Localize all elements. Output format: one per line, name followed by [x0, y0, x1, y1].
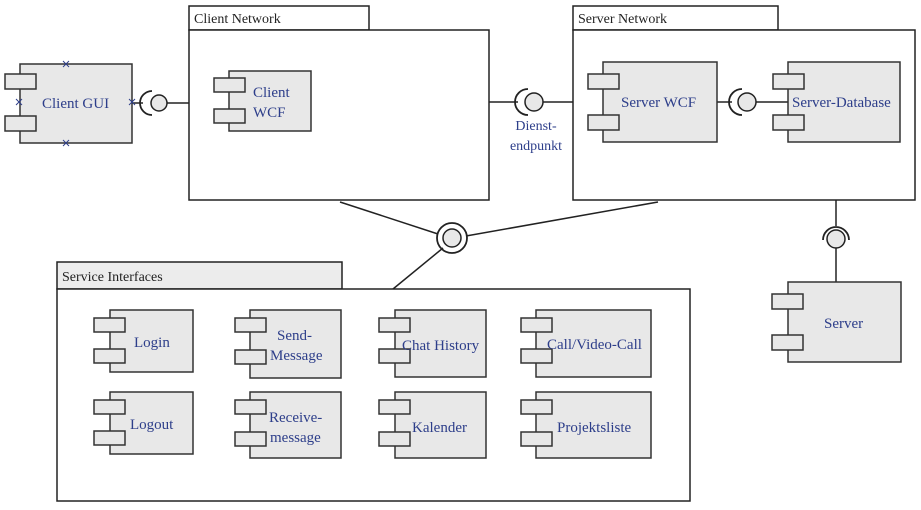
resize-handles[interactable]	[15, 60, 136, 147]
package-client-network-label: Client Network	[194, 12, 281, 27]
component-server[interactable]: Server	[771, 281, 902, 363]
package-server-network-label: Server Network	[578, 12, 667, 27]
component-client-gui-label: Client GUI	[42, 96, 109, 112]
connectors	[132, 101, 837, 290]
interface-server	[822, 226, 850, 249]
interface-service-hub	[436, 222, 468, 254]
interface-server-database	[728, 88, 757, 116]
service-projektsliste-label: Projektsliste	[557, 420, 632, 436]
service-chat-history[interactable]: Chat History	[378, 309, 487, 378]
package-service-interfaces: Service Interfaces	[56, 261, 691, 502]
component-server-database-label: Server-Database	[792, 95, 891, 111]
service-logout-label: Logout	[130, 417, 174, 433]
service-send-message-label-1: Send-	[277, 328, 312, 344]
component-server-database[interactable]: Server-Database	[772, 61, 901, 143]
service-login[interactable]: Login	[93, 309, 194, 373]
interface-dienstendpunkt	[514, 88, 544, 116]
service-chat-history-label: Chat History	[402, 338, 480, 354]
endpoint-label-line1: Dienst-	[515, 119, 557, 134]
service-projektsliste[interactable]: Projektsliste	[520, 391, 652, 459]
service-send-message[interactable]: Send- Message	[234, 309, 342, 379]
service-kalender[interactable]: Kalender	[378, 391, 487, 459]
service-call-video-call-label: Call/Video-Call	[547, 337, 642, 353]
package-server-network: Server Network	[572, 5, 916, 201]
endpoint-label-line2: endpunkt	[510, 139, 562, 154]
service-login-label: Login	[134, 335, 170, 351]
component-client-wcf[interactable]: Client WCF	[213, 70, 312, 132]
component-server-wcf[interactable]: Server WCF	[587, 61, 718, 143]
component-client-wcf-label-1: Client	[253, 85, 290, 101]
component-server-wcf-label: Server WCF	[621, 95, 696, 111]
service-receive-message-label-1: Receive-	[269, 410, 322, 426]
service-call-video-call[interactable]: Call/Video-Call	[520, 309, 652, 378]
service-receive-message[interactable]: Receive- message	[234, 391, 342, 459]
service-logout[interactable]: Logout	[93, 391, 194, 455]
component-server-label: Server	[824, 316, 863, 332]
service-send-message-label-2: Message	[270, 348, 323, 364]
component-client-gui[interactable]: Client GUI	[4, 60, 136, 147]
service-kalender-label: Kalender	[412, 420, 467, 436]
component-client-wcf-label-2: WCF	[253, 105, 286, 121]
package-service-interfaces-label: Service Interfaces	[62, 270, 163, 285]
interface-client-gui	[139, 90, 168, 116]
service-receive-message-label-2: message	[270, 430, 321, 446]
